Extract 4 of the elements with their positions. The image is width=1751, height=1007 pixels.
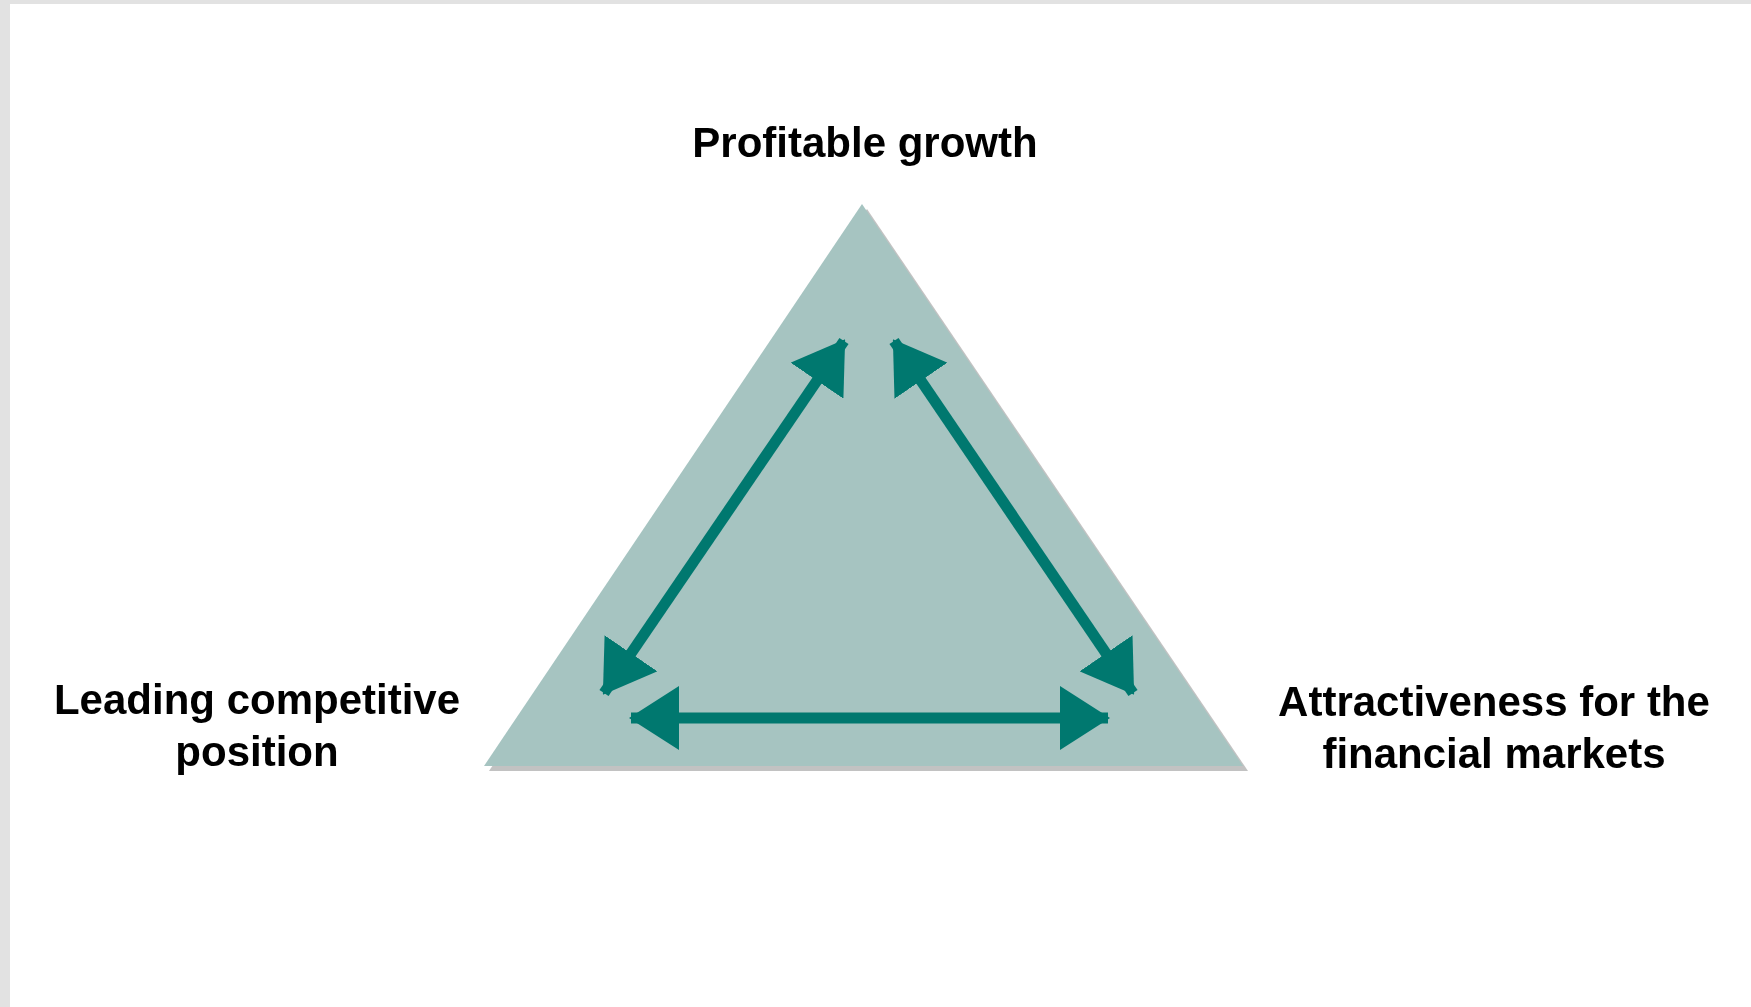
triangle-drawing xyxy=(484,204,1248,771)
corner-label: Leading competitive position xyxy=(27,674,487,778)
corner-label: Profitable growth xyxy=(615,117,1115,169)
corner-label: Attractiveness for the financial markets xyxy=(1254,676,1734,780)
